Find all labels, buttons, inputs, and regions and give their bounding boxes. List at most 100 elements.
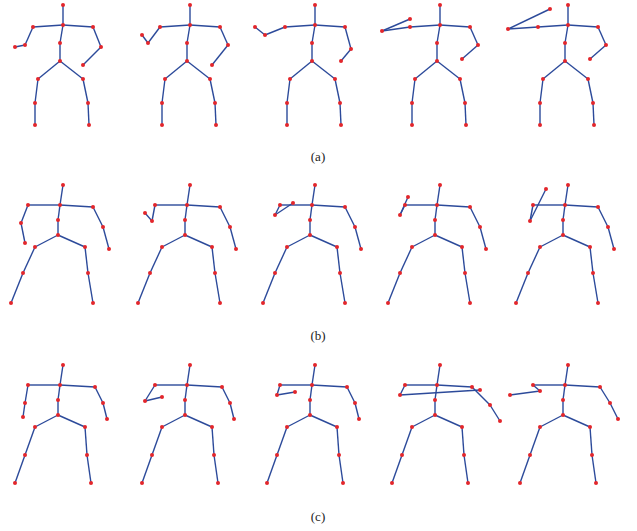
bone-line	[60, 185, 63, 205]
joint-dot	[460, 245, 464, 249]
bone-line	[23, 403, 25, 417]
bone-line	[400, 390, 480, 395]
bone-line	[400, 197, 408, 215]
bone-line	[286, 103, 287, 125]
bone-line	[508, 9, 550, 29]
joint-dot	[213, 271, 217, 275]
joint-dot	[410, 101, 414, 105]
joint-dot	[308, 218, 312, 222]
bone-line	[311, 43, 312, 61]
joint-dot	[188, 3, 192, 7]
joint-dot	[23, 401, 27, 405]
bone-line	[462, 427, 464, 455]
joint-dot	[435, 59, 439, 63]
joint-dot	[596, 25, 600, 29]
joint-dot	[380, 29, 384, 33]
bone-line	[436, 43, 437, 61]
joint-dot	[536, 25, 540, 29]
joint-dot	[234, 247, 238, 251]
joint-dot	[514, 301, 518, 305]
joint-dot	[288, 77, 292, 81]
joint-dot	[468, 205, 472, 209]
bone-line	[439, 5, 440, 25]
joint-dot	[91, 301, 95, 305]
bone-line	[275, 203, 293, 215]
joint-dot	[33, 101, 37, 105]
joint-dot	[313, 3, 317, 7]
skeleton-figure	[140, 3, 230, 127]
joint-dot	[563, 41, 567, 45]
bone-line	[600, 387, 610, 403]
bone-line	[185, 415, 212, 427]
joint-dot	[285, 101, 289, 105]
skeleton-figure	[506, 3, 608, 127]
bone-line	[58, 235, 85, 247]
bone-line	[568, 25, 598, 27]
joint-dot	[31, 25, 35, 29]
joint-dot	[398, 213, 402, 217]
skeleton-figure	[390, 363, 502, 485]
joint-dot	[594, 481, 598, 485]
bone-line	[287, 235, 310, 247]
joint-dot	[273, 271, 277, 275]
bone-line	[402, 427, 412, 455]
joint-dot	[23, 453, 27, 457]
joint-dot	[158, 25, 162, 29]
joint-dot	[403, 383, 407, 387]
joint-dot	[531, 203, 535, 207]
panel-label: (c)	[311, 509, 325, 525]
joint-dot	[470, 385, 474, 389]
bone-line	[388, 273, 400, 303]
joint-dot	[61, 23, 65, 27]
bone-line	[335, 79, 340, 103]
joint-dot	[400, 453, 404, 457]
bone-line	[187, 205, 220, 207]
joint-dot	[335, 425, 339, 429]
bone-line	[215, 103, 216, 125]
joint-dot	[101, 401, 105, 405]
joint-dot	[463, 271, 467, 275]
joint-dot	[518, 481, 522, 485]
bone-line	[60, 25, 63, 43]
joint-dot	[150, 453, 154, 457]
joint-dot	[91, 205, 95, 209]
joint-dot	[460, 57, 464, 61]
bone-line	[315, 25, 345, 27]
bone-line	[539, 103, 540, 125]
joint-dot	[148, 271, 152, 275]
bone-line	[563, 385, 565, 400]
joint-dot	[410, 245, 414, 249]
bone-line	[25, 27, 33, 45]
bone-line	[593, 103, 594, 125]
bone-line	[287, 79, 290, 103]
bone-line	[565, 61, 588, 79]
joint-dot	[538, 101, 542, 105]
bone-line	[465, 273, 470, 303]
joint-dot	[9, 301, 13, 305]
joint-dot	[278, 203, 282, 207]
joint-dot	[398, 393, 402, 397]
bone-line	[38, 61, 60, 79]
joint-dot	[163, 77, 167, 81]
joint-dot	[13, 481, 17, 485]
bone-line	[63, 25, 93, 27]
joint-dot	[433, 398, 437, 402]
bone-line	[465, 103, 466, 125]
bone-line	[25, 427, 35, 455]
joint-dot	[390, 481, 394, 485]
joint-dot	[291, 201, 295, 205]
bone-line	[462, 247, 465, 273]
joint-dot	[208, 77, 212, 81]
joint-dot	[91, 25, 95, 29]
bone-line	[405, 384, 437, 385]
bone-line	[410, 25, 440, 27]
bone-line	[437, 185, 440, 205]
joint-dot	[541, 77, 545, 81]
bone-line	[152, 205, 155, 221]
bone-line	[437, 365, 440, 385]
joint-dot	[275, 453, 279, 457]
skeleton-figure	[140, 363, 236, 485]
bone-line	[516, 273, 528, 303]
joint-dot	[460, 425, 464, 429]
joint-dot	[616, 417, 620, 421]
